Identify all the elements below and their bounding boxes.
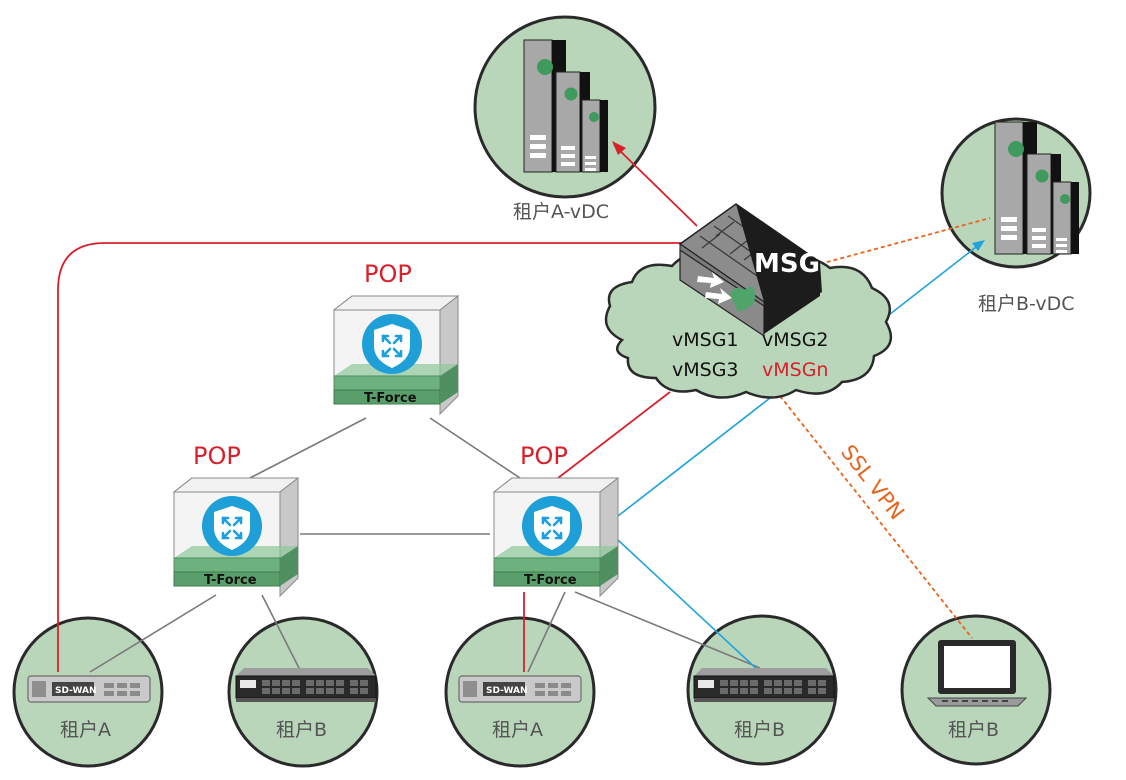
- vmsg3-label: vMSG3: [672, 359, 739, 381]
- tenant-a-vdc-label: 租户A-vDC: [513, 201, 609, 223]
- tforce-cube-icon: T-Force: [332, 294, 460, 416]
- tforce-label: T-Force: [204, 573, 257, 588]
- pop-label-left: POP: [193, 442, 241, 470]
- sdwan-label: SD-WAN: [486, 686, 527, 696]
- tforce-label: T-Force: [364, 391, 417, 406]
- sdwan-label: SD-WAN: [55, 686, 96, 696]
- connection-lines: [57, 141, 991, 673]
- laptop-icon: [926, 640, 1028, 707]
- tenant-b-label-1: 租户B: [276, 719, 327, 741]
- vmsgn-label: vMSGn: [762, 359, 828, 381]
- pop-label-top: POP: [364, 260, 412, 288]
- sdwan-appliance-icon: SD-WAN: [27, 675, 151, 703]
- tenant-b-laptop-label: 租户B: [948, 719, 999, 741]
- tenant-a-label-1: 租户A: [60, 719, 111, 741]
- msg-label: MSG: [754, 249, 820, 279]
- tenant-b-vdc-label: 租户B-vDC: [978, 293, 1075, 315]
- tforce-cube-icon: T-Force: [172, 476, 300, 598]
- tenant-b-label-2: 租户B: [734, 719, 785, 741]
- vmsg1-label: vMSG1: [672, 329, 739, 351]
- tforce-label: T-Force: [524, 573, 577, 588]
- pop-label-right: POP: [520, 442, 568, 470]
- vmsg2-label: vMSG2: [762, 329, 829, 351]
- switch-appliance-icon: [235, 667, 377, 703]
- sdwan-appliance-icon: SD-WAN: [458, 675, 582, 703]
- switch-appliance-icon: [693, 667, 835, 703]
- tenant-a-label-2: 租户A: [492, 719, 543, 741]
- msg-gateway-icon: MSG: [678, 203, 822, 338]
- tforce-cube-icon: T-Force: [492, 476, 620, 598]
